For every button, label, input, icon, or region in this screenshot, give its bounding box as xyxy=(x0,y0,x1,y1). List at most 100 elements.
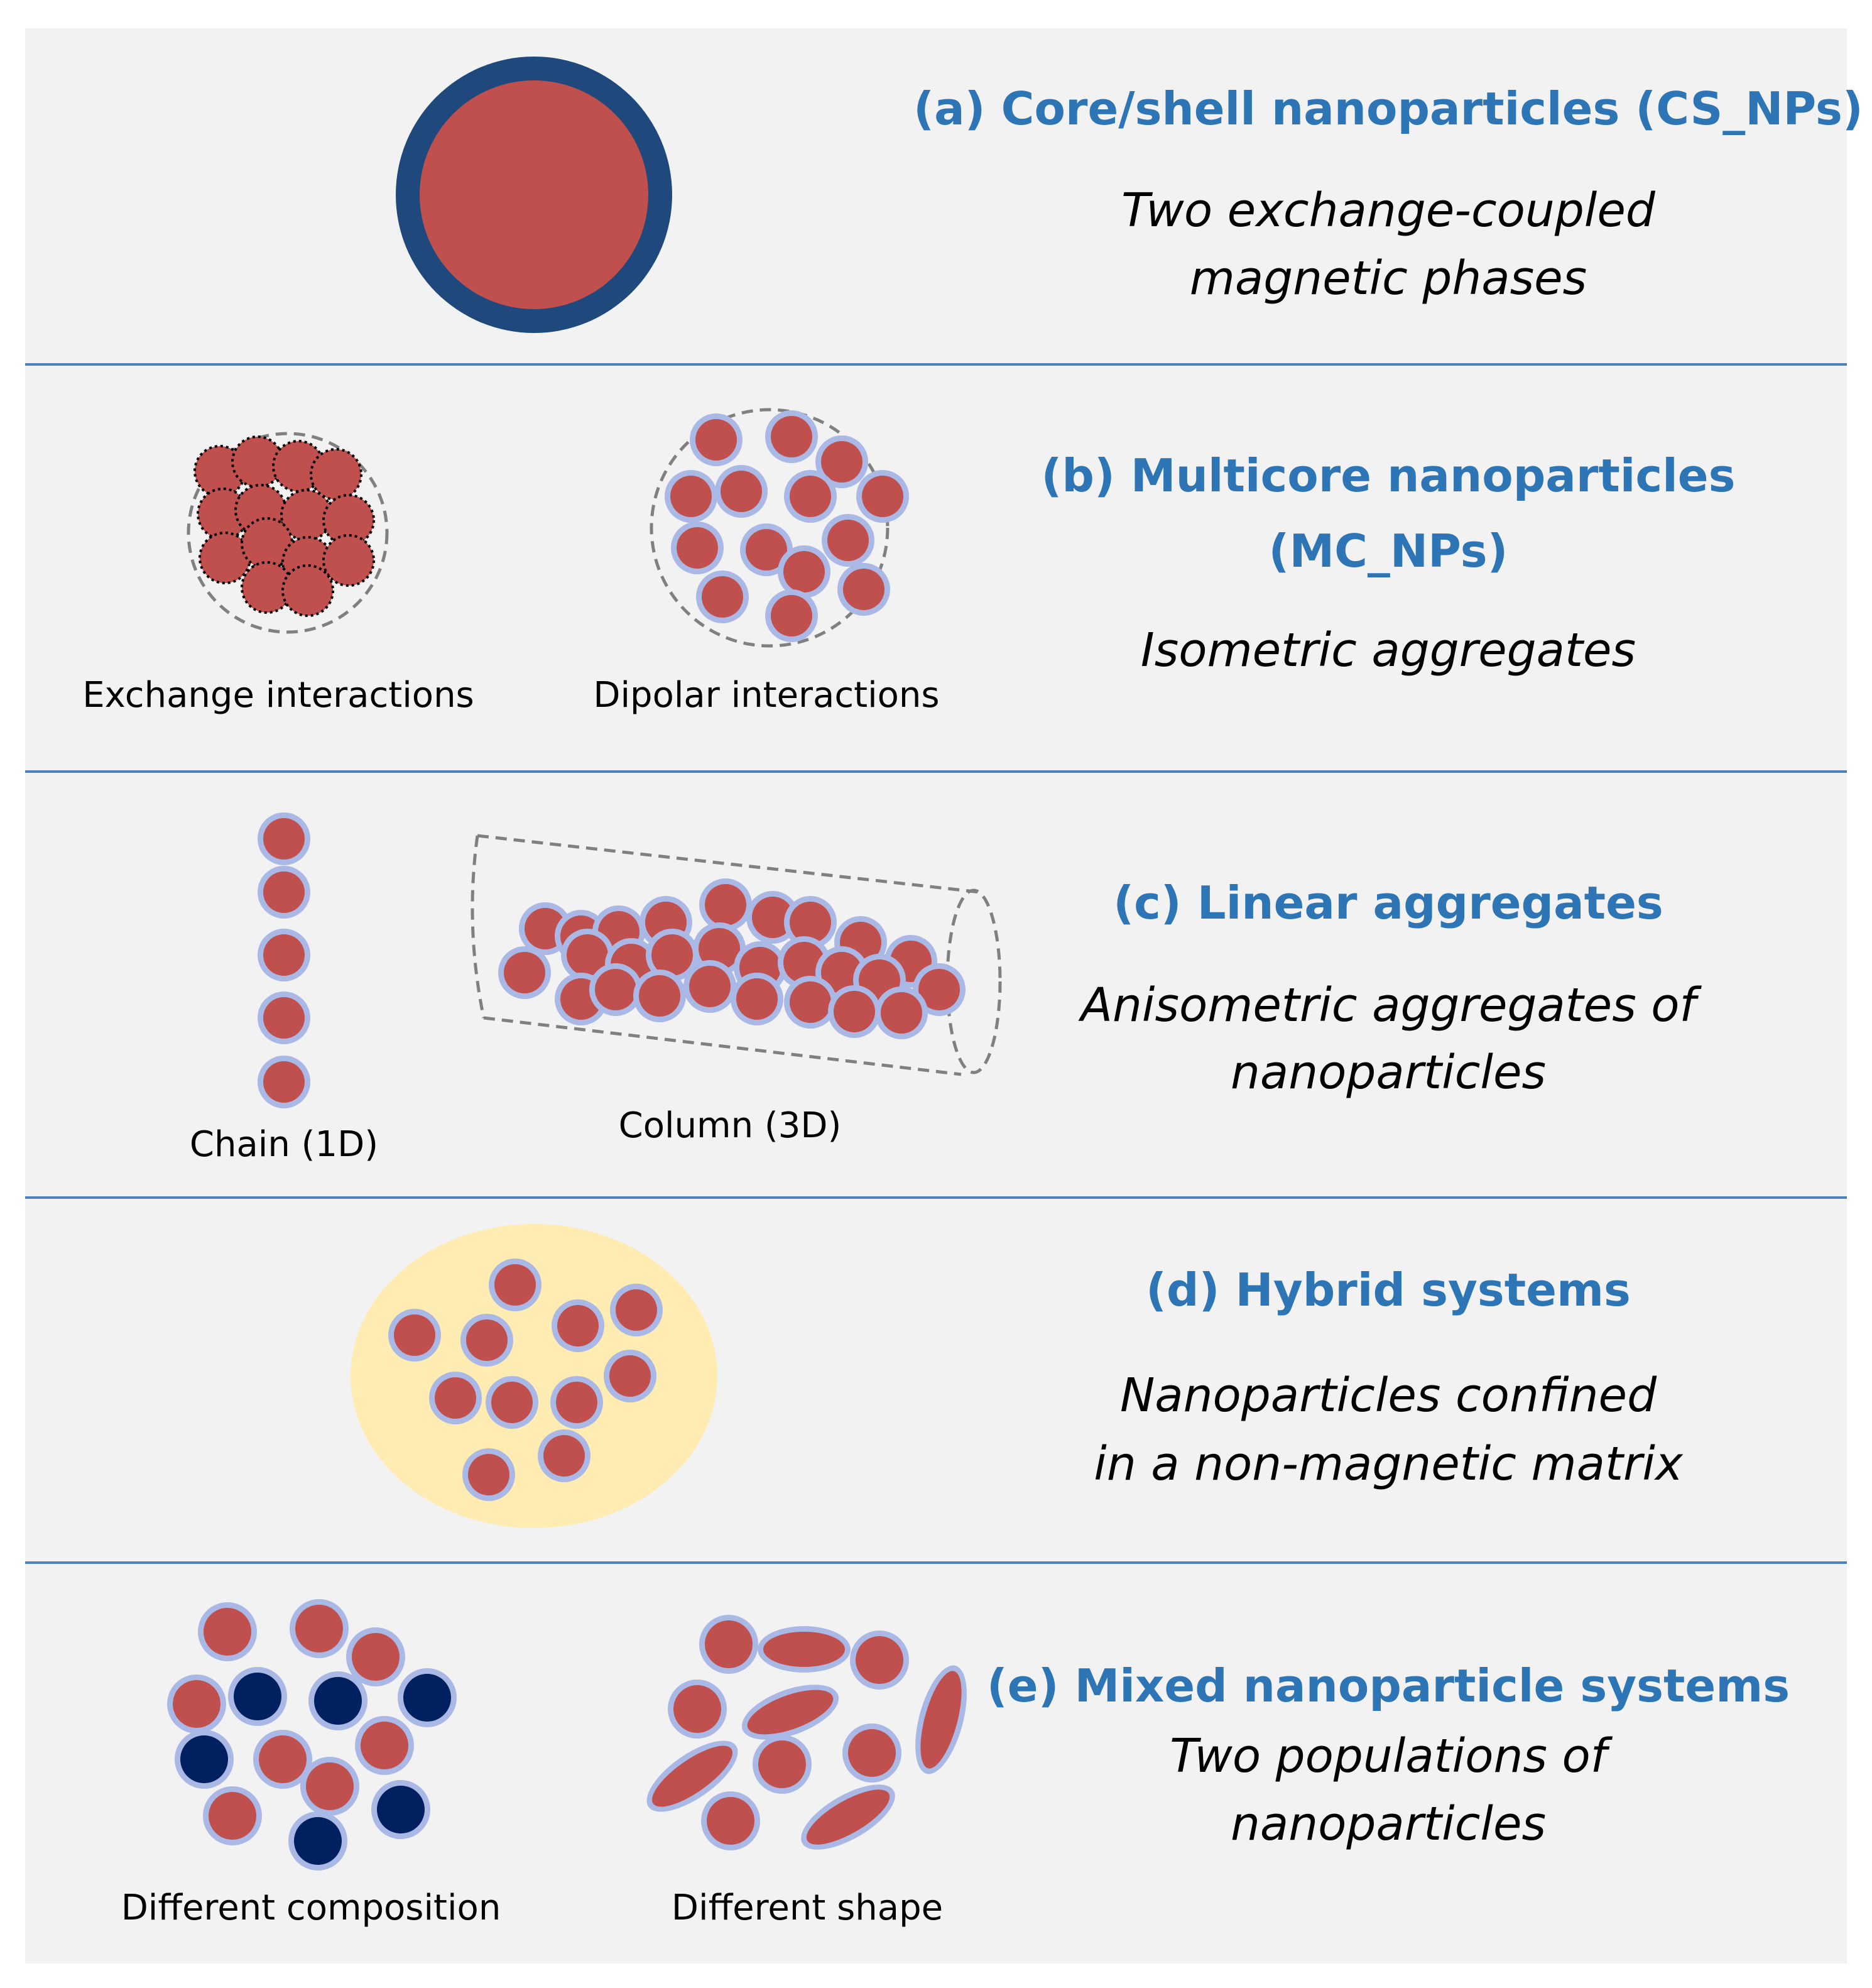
particle-core xyxy=(234,1673,281,1720)
panel-c-subtitle-line-2: nanoparticles xyxy=(1231,1046,1546,1100)
particle-core xyxy=(747,1690,834,1735)
particle-core xyxy=(173,1680,220,1728)
nanoparticle xyxy=(610,1284,663,1336)
exchange-coupled-core xyxy=(322,534,375,587)
panel-a-illustration xyxy=(396,57,672,333)
particle-core xyxy=(567,934,608,976)
nanoparticle xyxy=(690,413,743,466)
particle-core xyxy=(403,1674,451,1722)
panel-e-subtitle-line-2: nanoparticles xyxy=(1231,1797,1546,1851)
label-different-composition: Different composition xyxy=(121,1887,501,1928)
nanoparticle xyxy=(388,1309,441,1362)
particle-core xyxy=(695,419,737,461)
particle-core xyxy=(361,1722,408,1769)
particle-core xyxy=(821,952,863,993)
nanoparticle xyxy=(604,1350,656,1402)
particle-core xyxy=(504,952,545,993)
nanoparticle xyxy=(486,1376,538,1429)
particle-core xyxy=(263,871,305,913)
particle-core xyxy=(707,1797,754,1845)
particle-core xyxy=(783,942,825,983)
nanoparticle xyxy=(167,1674,226,1734)
nanoparticle xyxy=(875,986,928,1039)
particle-core xyxy=(758,1740,806,1788)
nanoparticle xyxy=(715,465,768,518)
nanoparticle xyxy=(699,878,752,931)
nanoparticle xyxy=(258,1056,310,1108)
panel-b-subtitle: Isometric aggregates xyxy=(1141,623,1636,677)
particle-core xyxy=(790,981,831,1023)
particle-core xyxy=(466,1319,508,1361)
elongated-nanoparticle xyxy=(646,1740,738,1812)
nanoparticle xyxy=(784,470,837,523)
dark-nanoparticle xyxy=(371,1780,430,1839)
particle-core xyxy=(862,476,903,517)
particle-core xyxy=(263,997,305,1039)
nanoparticle xyxy=(671,522,724,574)
panel-e-title: (e) Mixed nanoparticle systems xyxy=(987,1659,1790,1712)
nanoparticle-core xyxy=(420,80,648,309)
panel-c-illustration xyxy=(258,812,1002,1108)
nanoparticle xyxy=(765,589,818,642)
nanoparticle xyxy=(837,563,890,616)
nanoparticle xyxy=(646,929,699,981)
particle-core xyxy=(881,992,922,1034)
elongated-nanoparticle xyxy=(915,1665,967,1774)
panel-a-subtitle-line-2: magnetic phases xyxy=(1190,251,1587,305)
particle-core xyxy=(306,1762,354,1810)
nanoparticle xyxy=(683,960,736,1013)
panel-d-illustration xyxy=(351,1224,717,1528)
particle-core xyxy=(435,1377,476,1419)
nanoparticle xyxy=(300,1757,359,1816)
nanoparticle xyxy=(552,1299,604,1352)
column-cylinder-outline xyxy=(471,834,981,1076)
nanoparticle xyxy=(633,969,686,1022)
nanoparticle xyxy=(701,1791,760,1850)
particle-core xyxy=(848,1729,896,1777)
particle-core xyxy=(352,1633,400,1681)
nanoparticle xyxy=(538,1429,590,1482)
dipolar-aggregate xyxy=(665,410,909,642)
nanoparticle xyxy=(778,545,830,598)
label-different-shape: Different shape xyxy=(672,1887,943,1928)
nanoparticle xyxy=(828,985,881,1038)
label-dipolar-interactions: Dipolar interactions xyxy=(593,675,939,716)
label-exchange-interactions: Exchange interactions xyxy=(82,675,474,716)
panel-b-title-line-1: (b) Multicore nanoparticles xyxy=(1042,449,1736,502)
nanoparticle xyxy=(696,571,749,623)
particle-core xyxy=(783,551,825,593)
label-column-3d: Column (3D) xyxy=(619,1105,842,1146)
panel-a-title: (a) Core/shell nanoparticles (CS_NPs) xyxy=(913,82,1863,135)
particle-core xyxy=(595,969,636,1010)
chain-aggregate xyxy=(258,812,310,1108)
particle-core xyxy=(699,928,740,969)
particle-core xyxy=(790,902,831,943)
particle-core xyxy=(651,934,693,976)
particle-core xyxy=(705,884,746,926)
particle-core xyxy=(468,1454,509,1495)
nanoparticle xyxy=(668,1679,727,1739)
dark-nanoparticle xyxy=(175,1730,234,1789)
particle-core xyxy=(821,441,863,483)
particle-core xyxy=(263,934,305,976)
exchange-aggregate xyxy=(193,435,375,617)
particle-core xyxy=(736,978,778,1020)
panel-e-illustration xyxy=(167,1599,967,1871)
particle-core xyxy=(771,595,812,636)
nanoparticle xyxy=(258,991,310,1044)
different-shape-group xyxy=(646,1615,967,1850)
particle-core xyxy=(616,1289,657,1331)
particle-core xyxy=(689,966,731,1007)
exchange-coupled-core xyxy=(281,564,334,617)
panel-c-subtitle-line-1: Anisometric aggregates of xyxy=(1078,978,1702,1032)
particle-core xyxy=(670,476,712,517)
particle-core xyxy=(702,576,743,618)
particle-core xyxy=(673,1685,721,1733)
panel-d-title: (d) Hybrid systems xyxy=(1146,1264,1631,1316)
particle-core xyxy=(204,1608,251,1656)
particle-core xyxy=(263,1061,305,1103)
particle-core xyxy=(377,1786,425,1833)
particle-core xyxy=(763,1632,845,1667)
nanoparticle xyxy=(253,1730,312,1789)
particle-core xyxy=(918,969,960,1010)
